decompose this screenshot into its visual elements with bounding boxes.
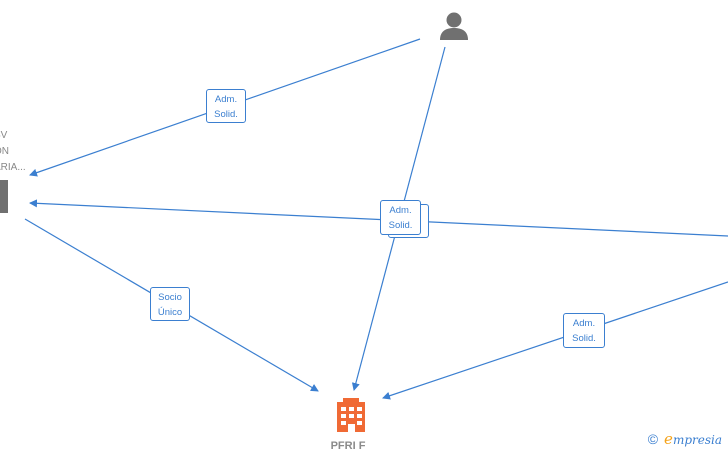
edge-label-adm-solid-3[interactable]: Adm. Solid. (563, 313, 605, 348)
edge-right-to-company (382, 281, 728, 400)
company-building-icon[interactable] (337, 398, 365, 432)
watermark-text: mpresia (672, 433, 722, 447)
watermark-e: e (664, 430, 673, 448)
person-icon[interactable] (440, 12, 468, 41)
empresia-watermark: © empresia (648, 430, 722, 448)
left-entity-label: SV ON ARIA... (0, 130, 26, 173)
company-label: PFRI F (330, 440, 366, 452)
edge-label-adm-solid-1[interactable]: Adm. Solid. (206, 89, 246, 123)
edge-right-to-left-entity (29, 199, 728, 237)
left-entity-building-icon[interactable] (0, 180, 8, 213)
edge-label-socio-unico[interactable]: Socio Único (150, 287, 190, 321)
copyright-symbol: © (647, 431, 659, 447)
edge-label-adm-solid-2[interactable]: Adm. Solid. (380, 200, 421, 235)
